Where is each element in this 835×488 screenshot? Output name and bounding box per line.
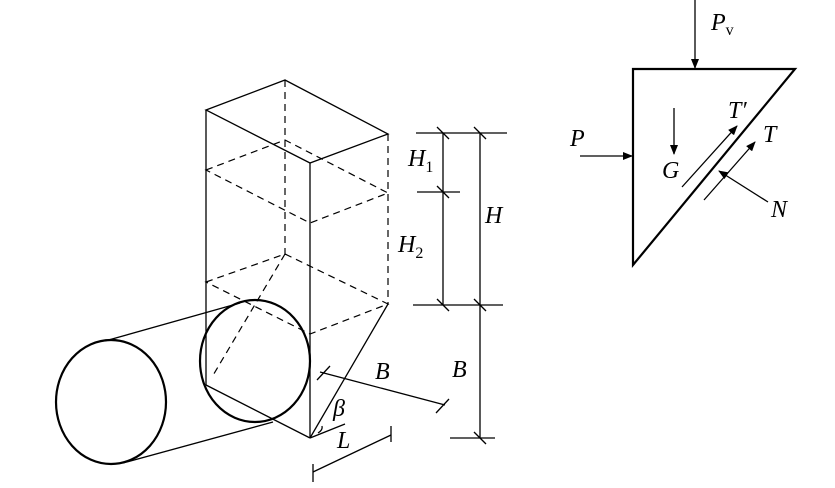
bin-isometric-figure: H1 H2 H B B β L <box>54 79 507 482</box>
arrow-T-prime <box>681 125 738 188</box>
label-N: N <box>770 197 789 223</box>
label-T: T <box>763 122 778 148</box>
level-1-section <box>204 139 390 224</box>
label-H1: H1 <box>407 146 433 176</box>
bin-bottom-edge <box>205 384 311 439</box>
label-T-prime: T′ <box>728 98 747 124</box>
label-H2: H2 <box>397 232 423 262</box>
hopper-hidden-edge <box>211 253 286 378</box>
cylinder-bottom-tangent <box>122 421 274 464</box>
arrow-N <box>718 170 769 203</box>
label-H: H <box>484 203 504 229</box>
label-L: L <box>336 428 350 454</box>
label-B-vertical: B <box>452 357 467 383</box>
dimension-lines <box>309 126 507 482</box>
wedge-force-diagram: Pv P G T′ T N <box>569 0 798 269</box>
outlet-circle-far <box>54 338 168 466</box>
arrow-T <box>703 141 756 201</box>
label-G: G <box>662 158 679 184</box>
label-B-slant: B <box>375 359 390 385</box>
bin-top-face <box>204 79 390 164</box>
cylinder-top-tangent <box>104 302 241 342</box>
label-P: P <box>569 126 585 152</box>
label-Pv: Pv <box>710 10 734 39</box>
label-beta: β <box>332 396 345 422</box>
outlet-circle-near <box>198 298 312 424</box>
hopper-slant-edge <box>309 303 389 439</box>
wedge-triangle <box>631 67 798 269</box>
